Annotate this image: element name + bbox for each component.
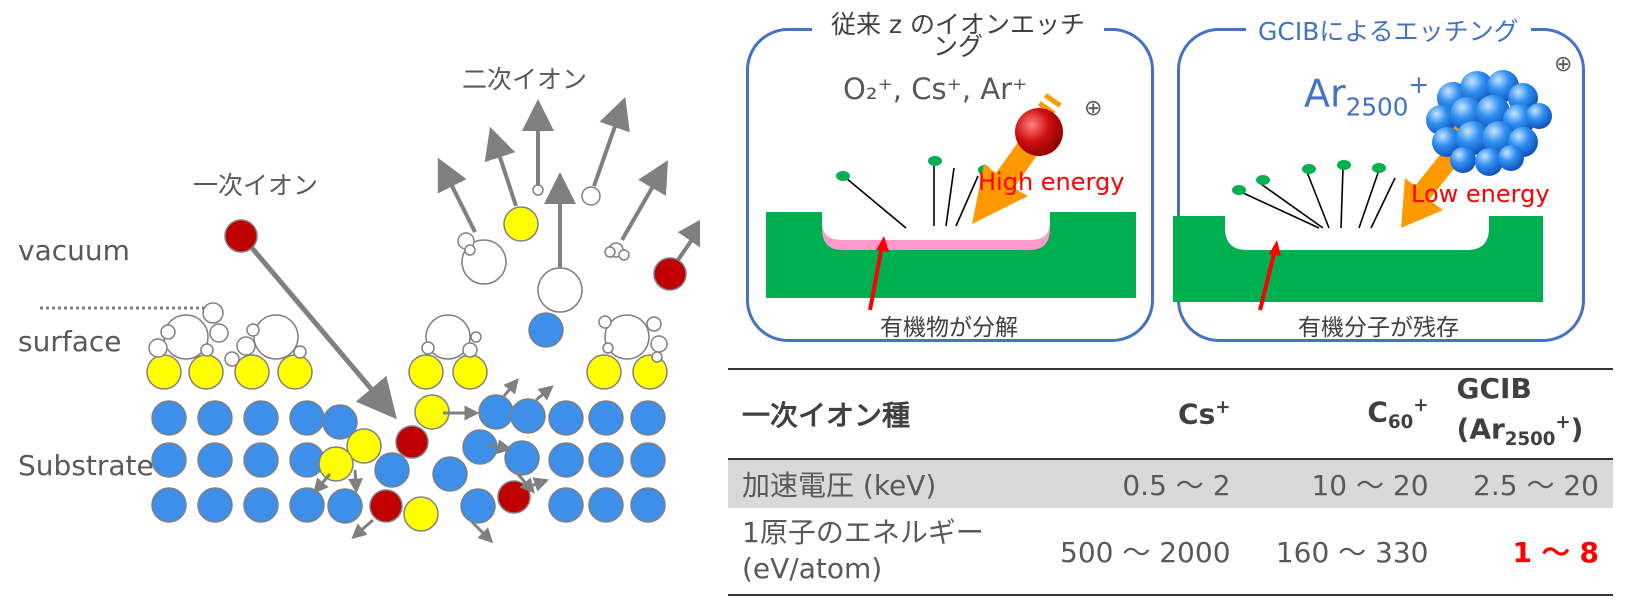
conventional-ion-species: O₂⁺, Cs⁺, Ar⁺ [843, 72, 1028, 106]
conventional-etching-title: 従来 z のイオンエッチング [812, 12, 1104, 59]
row-energy-gcib: 1 ～ 8 [1442, 508, 1613, 596]
collision-arrows [313, 378, 554, 544]
table-header-row: 一次イオン種 Cs+ C60+ GCIB(Ar2500+) [728, 368, 1613, 460]
row-acceleration-gcib: 2.5 ～ 20 [1442, 459, 1613, 508]
row-energy-c60: 160 ～ 330 [1244, 508, 1443, 596]
header-ion-species: 一次イオン種 [728, 368, 1046, 460]
table-row: 加速電圧 (keV) 0.5 ～ 2 10 ～ 20 2.5 ～ 20 [728, 459, 1613, 508]
row-acceleration-c60: 10 ～ 20 [1244, 459, 1443, 508]
gcib-etching-title: GCIBによるエッチング [1246, 12, 1531, 48]
high-energy-label: High energy [978, 168, 1125, 196]
damaged-layer [822, 222, 1050, 250]
red-atoms [224, 219, 687, 523]
gcib-etching-drawing [1173, 70, 1552, 311]
conventional-substrate [766, 212, 1136, 298]
secondary-emission-arrows [437, 96, 700, 268]
conventional-charge-icon: ⊕ [1084, 96, 1103, 121]
gcib-ion-species: Ar2500+ [1304, 70, 1430, 122]
header-gcib: GCIB(Ar2500+) [1442, 368, 1613, 460]
primary-ion-label: 一次イオン [193, 171, 319, 200]
table-row: 1原子のエネルギー(eV/atom) 500 ～ 2000 160 ～ 330 … [728, 508, 1613, 596]
ion-comparison-table: 一次イオン種 Cs+ C60+ GCIB(Ar2500+) 加速電圧 (keV)… [728, 368, 1613, 596]
conventional-etching-drawing [766, 93, 1136, 311]
header-cs: Cs+ [1046, 368, 1245, 460]
header-c60: C60+ [1244, 368, 1443, 460]
surface-yellow-atoms [146, 206, 668, 532]
surface-label: surface [18, 325, 122, 358]
gcib-substrate [1173, 216, 1543, 302]
substrate-label: Substrate [18, 449, 154, 482]
sputtering-diagram [40, 96, 700, 544]
row-energy-label: 1原子のエネルギー(eV/atom) [728, 508, 1046, 596]
primary-ion-arrow [250, 246, 397, 420]
row-energy-cs: 500 ～ 2000 [1046, 508, 1245, 596]
gcib-caption: 有機分子が残存 [1298, 315, 1459, 341]
high-energy-ion-ball [1015, 108, 1063, 156]
row-acceleration-label: 加速電圧 (keV) [728, 459, 1046, 508]
secondary-ion-label: 二次イオン [462, 65, 588, 94]
row-acceleration-cs: 0.5 ～ 2 [1046, 459, 1245, 508]
intact-pointer-arrow [1258, 249, 1277, 311]
damage-pointer-arrow [868, 245, 884, 311]
low-energy-label: Low energy [1411, 180, 1550, 208]
conventional-caption: 有機物が分解 [880, 315, 1018, 341]
intact-molecules [1240, 167, 1396, 229]
organic-molecules [148, 184, 668, 367]
argon-cluster [1426, 70, 1552, 176]
vacuum-label: vacuum [18, 234, 130, 267]
gcib-charge-icon: ⊕ [1554, 52, 1573, 77]
substrate-atoms [151, 312, 666, 524]
sputtered-fragments [845, 164, 979, 229]
